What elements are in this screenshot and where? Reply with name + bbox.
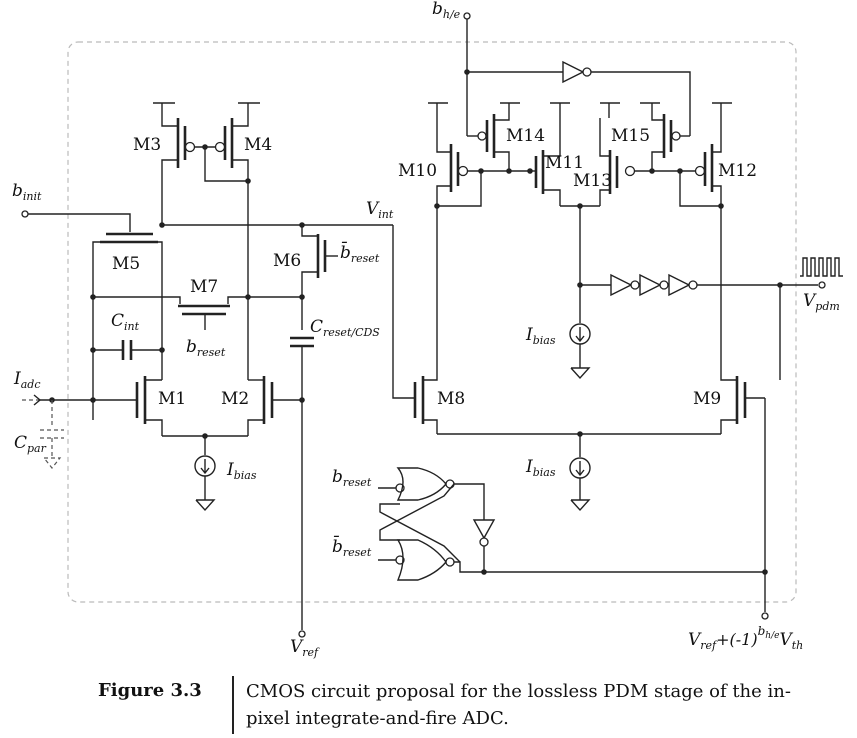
transistor-m7 (93, 296, 302, 330)
label-m8: M8 (437, 389, 465, 409)
pixel-boundary (67, 41, 797, 603)
transistor-m9 (720, 360, 765, 434)
label-m14: M14 (506, 126, 545, 146)
caption-divider (232, 676, 234, 734)
label-vth-expression: Vref+(-1)bh/eVth (688, 624, 803, 652)
label-m15: M15 (611, 126, 650, 146)
capacitor-creset (290, 336, 314, 630)
supply-m3 (153, 102, 175, 118)
transistor-m13 (599, 118, 636, 206)
label-m6: M6 (273, 251, 301, 271)
label-m13: M13 (573, 171, 612, 191)
label-m12: M12 (718, 161, 757, 181)
label-bhe: bh/e (432, 0, 461, 21)
label-cint: Cint (111, 311, 140, 333)
capacitor-cint (93, 340, 162, 360)
label-cpar: Cpar (14, 433, 47, 455)
transistor-m15 (651, 114, 690, 171)
inverter-bhe (562, 60, 592, 84)
inverter-chain (610, 273, 698, 297)
transistor-m1 (93, 376, 163, 436)
label-ibias-2: Ibias (525, 325, 556, 347)
transistor-m4 (214, 118, 249, 380)
label-creset: Creset/CDS (310, 317, 380, 339)
label-vint: Vint (366, 199, 394, 221)
transistor-labels: M3 M4 M5 M6 M7 M1 M2 M10 M14 M11 M13 M15… (112, 126, 757, 409)
caption-text: CMOS circuit proposal for the lossless P… (246, 681, 791, 729)
label-breset-m7: breset (186, 337, 226, 359)
iadc-input (22, 394, 93, 469)
label-m5: M5 (112, 254, 140, 274)
label-m1: M1 (158, 389, 186, 409)
label-vref: Vref (290, 637, 320, 659)
label-m3: M3 (133, 135, 161, 155)
sr-latch (378, 467, 765, 581)
label-m11: M11 (545, 153, 584, 173)
signal-labels: binit Iadc Cpar Cint Vint b̄reset breset… (12, 0, 840, 659)
label-ibias-3: Ibias (525, 457, 556, 479)
current-source-3 (569, 434, 591, 512)
transistor-m6 (301, 225, 338, 330)
label-breset-sr2: b̄reset (332, 534, 372, 559)
supply-m4 (238, 102, 260, 118)
current-source-1 (194, 436, 216, 512)
circuit-schematic: M3 M4 M5 M6 M7 M1 M2 M10 M14 M11 M13 M15… (12, 0, 843, 659)
transistor-m12 (694, 118, 722, 360)
label-vpdm: Vpdm (803, 291, 840, 313)
label-m10: M10 (398, 161, 437, 181)
label-m9: M9 (693, 389, 721, 409)
pdm-waveform (800, 257, 843, 277)
transistor-m14 (467, 114, 510, 171)
figure-label: Figure 3.3 (98, 680, 202, 701)
label-m7: M7 (190, 277, 218, 297)
transistor-m10 (436, 118, 532, 360)
supply-row (428, 102, 732, 118)
transistor-m2 (247, 376, 302, 436)
transistor-m5 (21, 210, 163, 420)
label-m2: M2 (221, 389, 249, 409)
current-source-2 (569, 323, 591, 380)
label-iadc: Iadc (13, 369, 40, 391)
label-breset-m6: b̄reset (340, 240, 380, 265)
label-binit: binit (12, 181, 42, 203)
label-breset-sr1: breset (332, 467, 372, 489)
label-m4: M4 (244, 135, 272, 155)
transistor-m3 (161, 118, 220, 225)
transistor-m8 (413, 360, 438, 434)
label-ibias-1: Ibias (226, 460, 257, 482)
